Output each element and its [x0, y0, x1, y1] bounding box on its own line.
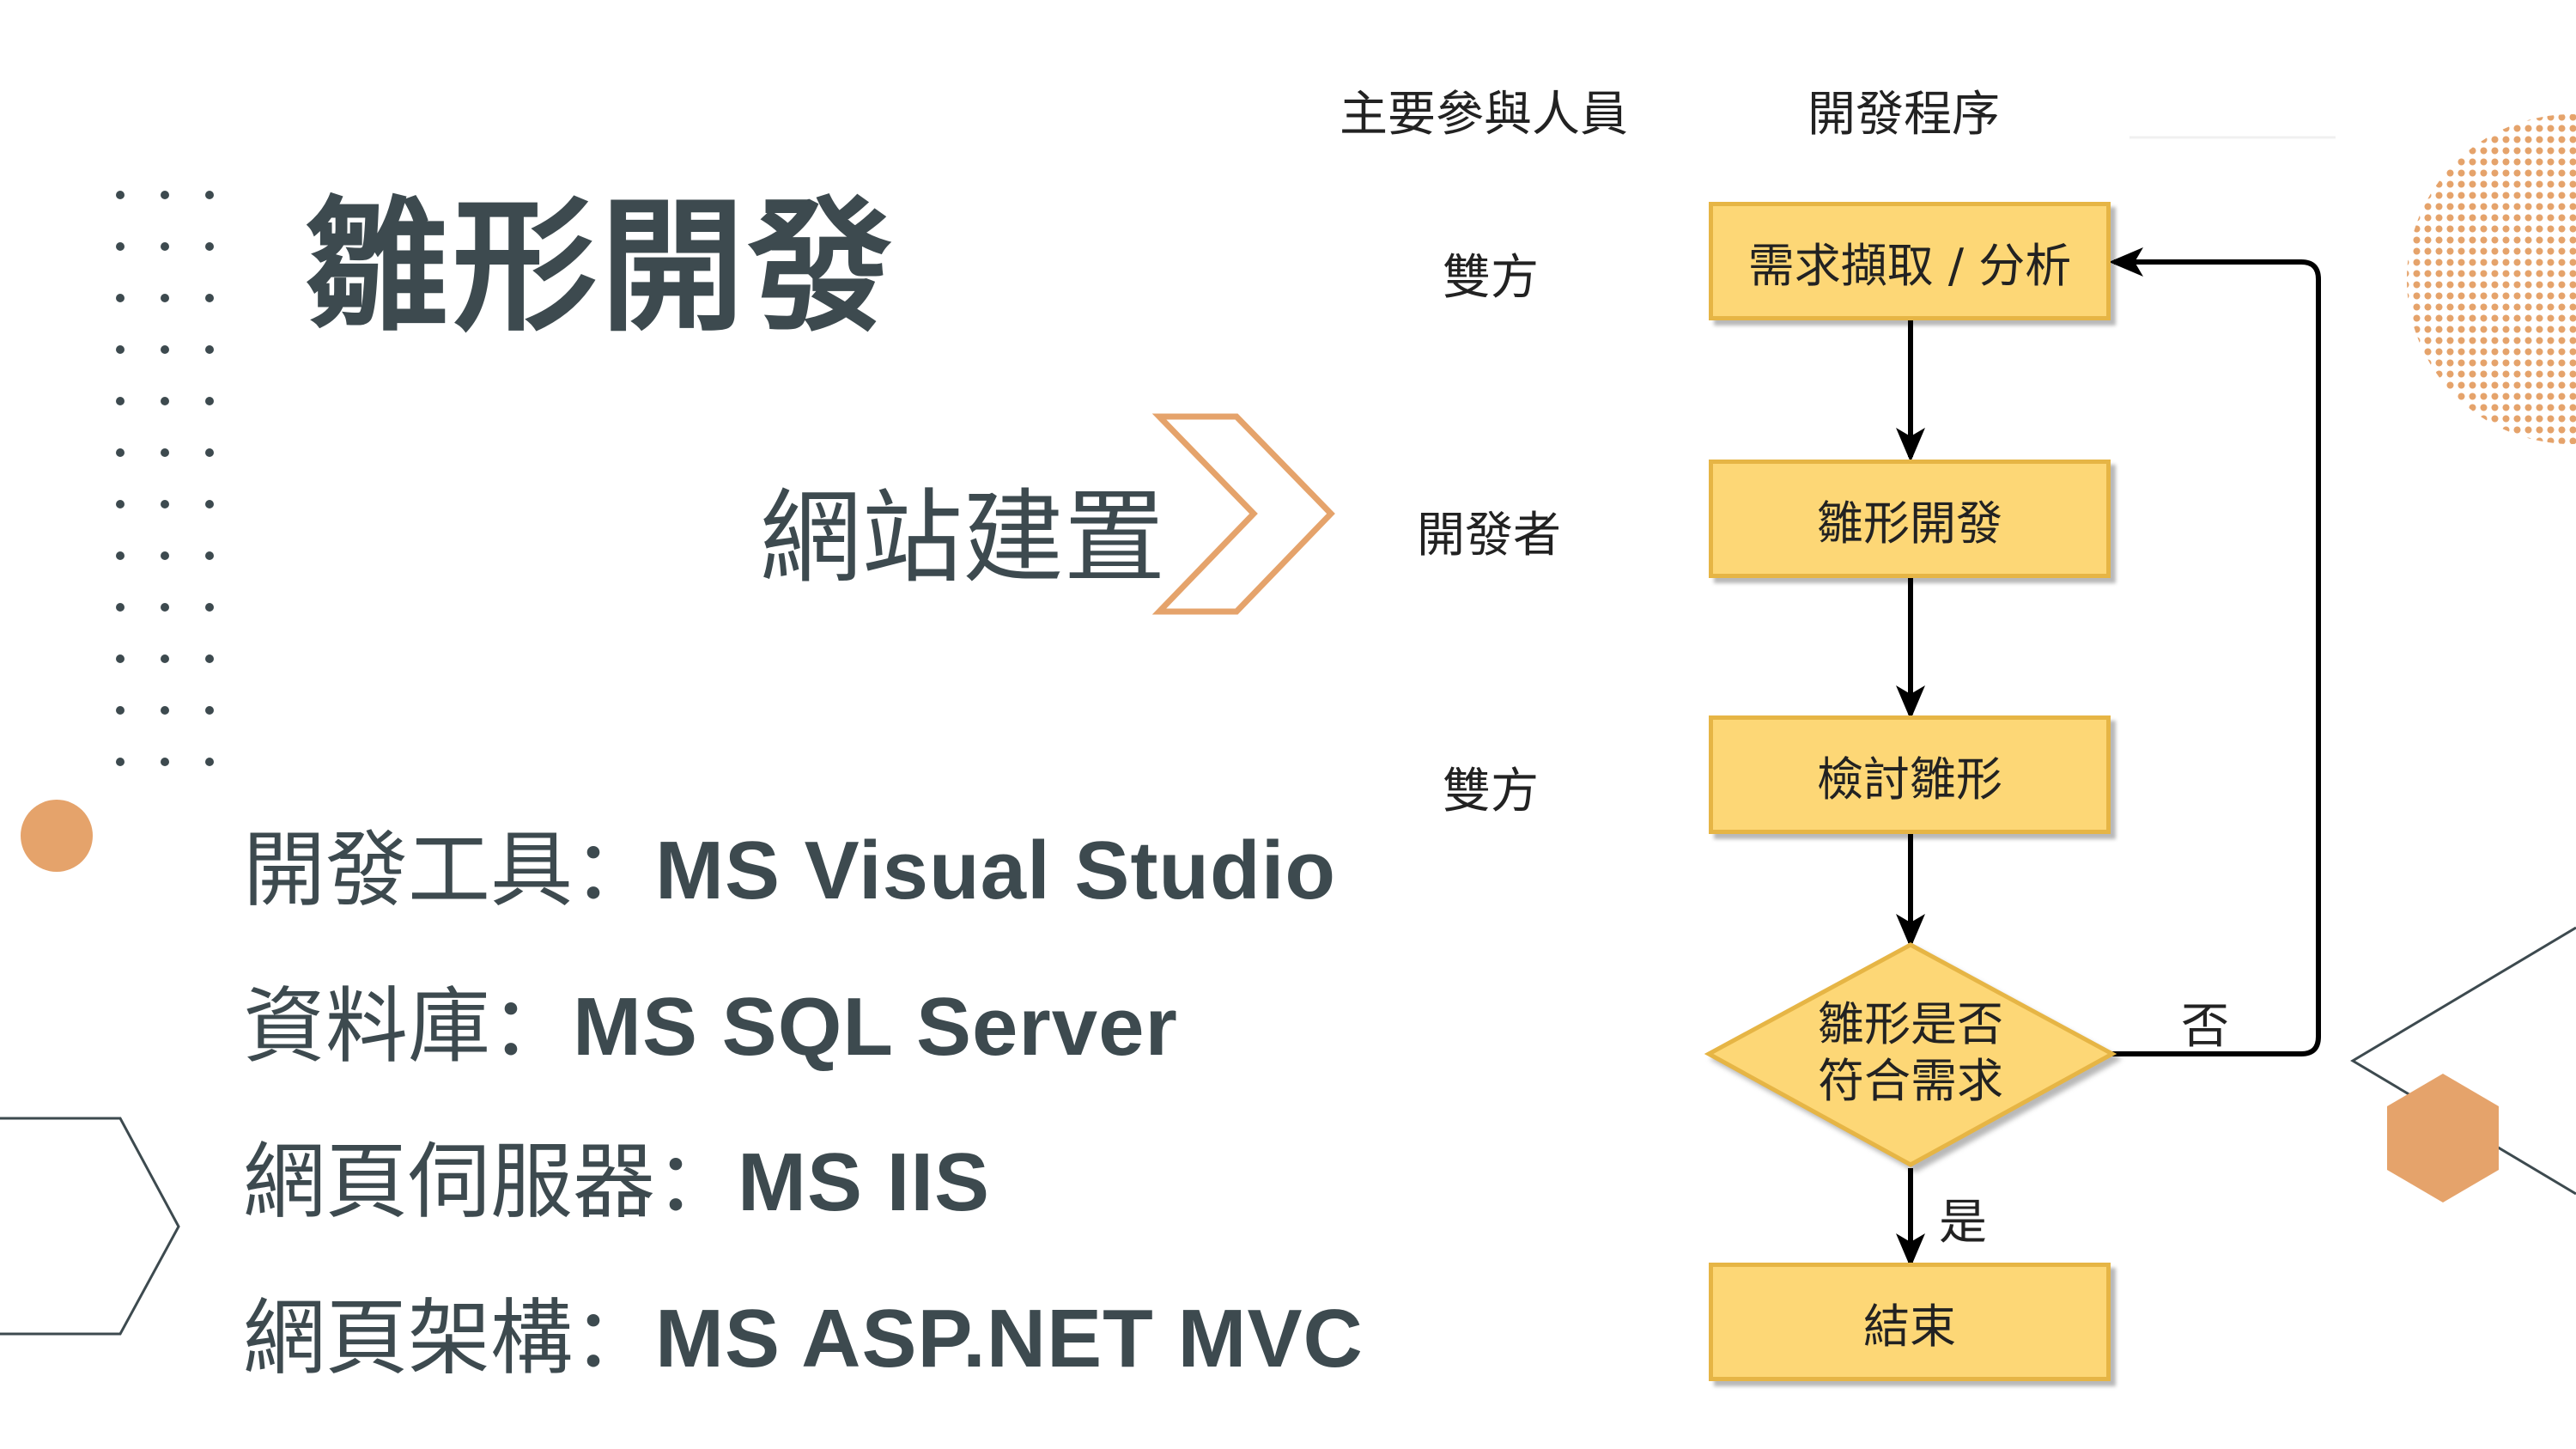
grid-dot: [116, 294, 125, 302]
slide-title: 雛形開發: [305, 181, 896, 351]
decision-line-1: 雛形是否: [1818, 997, 2003, 1051]
grid-dot: [116, 758, 125, 766]
grid-dot: [161, 603, 169, 612]
info-label: 網頁伺服器：: [243, 1134, 738, 1230]
grid-dot: [205, 448, 214, 457]
grid-dot: [161, 551, 169, 560]
grid-dot: [205, 345, 214, 354]
grid-dot: [116, 603, 125, 612]
grid-dot: [205, 551, 214, 560]
grid-dot: [116, 500, 125, 508]
decision-diamond: [1704, 942, 2117, 1167]
step-end: 結束: [1709, 1263, 2111, 1381]
info-line-framework: 網頁架構：MS ASP.NET MVC: [243, 1271, 1364, 1391]
slide-subtitle: 網站建置: [760, 478, 1166, 597]
grid-dot: [205, 706, 214, 715]
grid-dot: [116, 706, 125, 715]
step-requirements: 需求擷取 / 分析: [1709, 202, 2111, 320]
orange-circle-decoration: [21, 800, 93, 872]
grid-dot: [161, 191, 169, 199]
grid-dot: [116, 551, 125, 560]
grid-dot: [161, 654, 169, 663]
grid-dot: [161, 448, 169, 457]
grid-dot: [161, 706, 169, 715]
grid-dot: [116, 242, 125, 251]
info-value: MS IIS: [738, 1136, 991, 1228]
yes-label: 是: [1939, 1195, 1987, 1251]
info-line-web-server: 網頁伺服器：MS IIS: [243, 1115, 990, 1234]
grid-dot: [161, 397, 169, 405]
chevron-outline-decoration: [0, 1117, 180, 1336]
step-prototype-dev: 雛形開發: [1709, 460, 2111, 578]
grid-dot: [116, 448, 125, 457]
role-both-2: 雙方: [1443, 764, 1539, 819]
arrow-no-loop: [2109, 247, 2321, 1056]
info-label: 網頁架構：: [243, 1290, 655, 1386]
grid-dot: [205, 603, 214, 612]
triangle-outline-decoration: [2350, 926, 2576, 1196]
grid-dot: [205, 758, 214, 766]
dotted-semicircle-decoration: [2407, 114, 2576, 444]
grid-dot: [205, 242, 214, 251]
decision-text: 雛形是否 符合需求: [1782, 996, 2039, 1110]
role-developer: 開發者: [1417, 508, 1561, 563]
info-line-database: 資料庫：MS SQL Server: [243, 959, 1178, 1079]
grid-dot: [161, 242, 169, 251]
grid-dot: [205, 191, 214, 199]
grid-dot: [116, 345, 125, 354]
info-value: MS Visual Studio: [655, 825, 1336, 916]
info-label: 資料庫：: [243, 978, 573, 1075]
step-review: 檢討雛形: [1709, 715, 2111, 834]
grid-dot: [205, 654, 214, 663]
grid-dot: [116, 654, 125, 663]
grid-dot: [205, 294, 214, 302]
info-line-dev-tool: 開發工具：MS Visual Studio: [243, 803, 1336, 922]
info-value: MS SQL Server: [573, 981, 1178, 1073]
grid-dot: [205, 397, 214, 405]
dot-grid-decoration: [116, 191, 214, 766]
grid-dot: [116, 397, 125, 405]
info-label: 開發工具：: [243, 822, 655, 918]
grid-dot: [161, 500, 169, 508]
grid-dot: [205, 500, 214, 508]
grid-dot: [161, 758, 169, 766]
role-both-1: 雙方: [1443, 250, 1539, 306]
chevron-arrow-icon: [1151, 413, 1335, 615]
header-process: 開發程序: [1807, 87, 2000, 143]
grid-dot: [161, 345, 169, 354]
info-value: MS ASP.NET MVC: [655, 1293, 1364, 1385]
grid-dot: [116, 191, 125, 199]
orange-hexagon-decoration: [2387, 1074, 2499, 1202]
decision-line-2: 符合需求: [1818, 1054, 2003, 1108]
header-participants: 主要參與人員: [1340, 87, 1628, 143]
no-label: 否: [2181, 999, 2229, 1055]
grid-dot: [161, 294, 169, 302]
